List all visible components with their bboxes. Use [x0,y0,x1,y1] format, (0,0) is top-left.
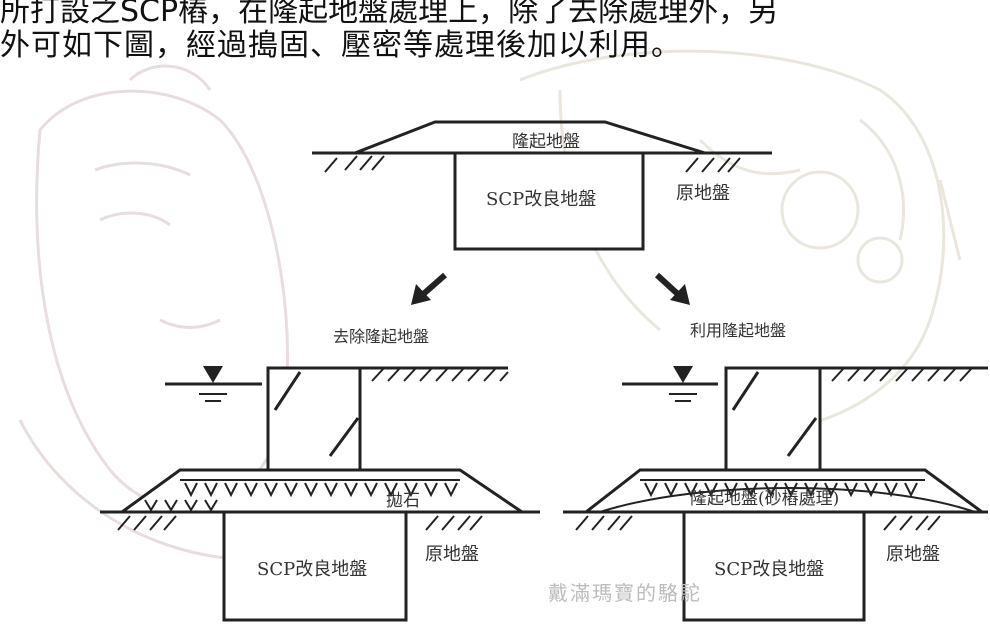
top-heave-label: 隆起地盤 [512,132,580,152]
intro-line-2: 外可如下圖，經過搗固、壓密等處理後加以利用。 [0,28,682,63]
left-caption: 去除隆起地盤 [333,327,429,346]
watermark: 戴滿瑪寶的駱駝 [548,581,702,605]
intro-text: 所打設之SCP樁，在隆起地盤處理上，除了去除處理外，另 外可如下圖，經過搗固、壓… [0,0,990,63]
left-diagram: 拋石 SCP改良地盤 原地盤 [100,366,540,622]
right-rubble-pattern [644,482,918,498]
right-treated-label: 隆起地盤(砂樁處理) [690,489,839,509]
left-original-label: 原地盤 [425,544,479,565]
left-rubble-pattern [144,482,458,512]
top-improved-label: SCP改良地盤 [486,189,596,210]
left-water-marker [203,366,223,383]
top-original-label: 原地盤 [676,183,730,204]
right-water-marker [673,366,693,383]
arrow-right [654,272,690,305]
top-diagram: 隆起地盤 SCP改良地盤 原地盤 [312,120,772,251]
left-rubble-mound [117,468,527,514]
top-original-ground-hatch-left [324,155,385,173]
arrow-left [411,272,447,305]
right-scp-box [682,510,866,622]
right-original-label: 原地盤 [886,544,940,565]
left-caisson [266,366,362,472]
left-improved-label: SCP改良地盤 [257,559,367,580]
left-scp-box [222,510,408,622]
top-original-ground-hatch-right [685,157,741,173]
right-heave-curve [599,487,976,513]
right-improved-label: SCP改良地盤 [714,559,824,580]
intro-line-1: 所打設之SCP樁，在隆起地盤處理上，除了去除處理外，另 [0,0,779,29]
top-scp-box [453,151,645,251]
right-caisson [724,366,822,472]
right-caption: 利用隆起地盤 [690,321,786,340]
right-diagram: 隆起地盤(砂樁處理) SCP改良地盤 原地盤 [563,366,988,622]
left-rubble-label: 拋石 [386,491,420,511]
